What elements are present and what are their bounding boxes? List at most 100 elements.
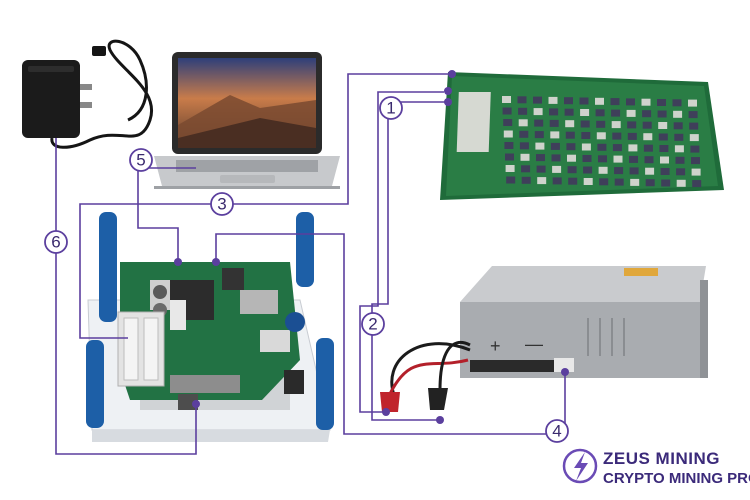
hashboard-chip	[549, 108, 559, 116]
psu-plus-sign: +	[490, 336, 501, 356]
hashboard-chip	[610, 98, 620, 106]
hashboard-chip	[595, 97, 604, 105]
hashboard-chip	[567, 166, 577, 174]
hashboard-chip	[583, 178, 593, 185]
hashboard-chip	[596, 120, 606, 128]
hashboard-chip-grid	[502, 96, 702, 188]
hashboard-chip	[628, 144, 638, 152]
hashboard-chip	[502, 96, 511, 103]
callout-2: 2	[361, 312, 385, 336]
hashboard-chip	[657, 110, 667, 118]
hashboard-chip	[626, 109, 636, 117]
hashboard-chip	[581, 143, 591, 151]
callout-5: 5	[129, 148, 153, 172]
hashboard-chip	[536, 154, 545, 162]
hashboard-chip	[644, 156, 654, 164]
hashboard-chip	[614, 167, 624, 175]
hashboard-chip	[583, 166, 593, 174]
hashboard-chip	[674, 145, 684, 153]
hashboard-chip	[534, 131, 544, 139]
hashboard-chip	[660, 156, 669, 164]
hashboard-chip	[661, 179, 671, 187]
callout-5-label: 5	[136, 151, 145, 170]
hashboard-chip	[551, 154, 561, 162]
hashboard-chip	[643, 133, 653, 141]
hashboard-chip	[675, 156, 685, 164]
hashboard-chip	[672, 99, 682, 107]
hashboard-chip	[599, 178, 609, 186]
hashboard-chip	[568, 177, 578, 185]
callout-3: 3	[210, 192, 234, 216]
hashboard-chip	[691, 157, 700, 165]
hashboard-chip	[673, 122, 683, 130]
hashboard-chip	[612, 132, 622, 140]
hashboard-chip	[630, 178, 640, 186]
hashboard-chip	[659, 145, 669, 152]
callout-6: 6	[44, 230, 68, 254]
hashboard-chip	[517, 96, 527, 104]
hashboard-chip	[611, 109, 621, 117]
hashboard-chip	[582, 155, 592, 162]
hashboard-chip	[612, 144, 622, 152]
hashboard-chip	[579, 97, 589, 105]
hashboard-chip	[581, 132, 591, 139]
callout-4-label: 4	[552, 422, 561, 441]
hashboard-chip	[627, 132, 637, 140]
callout-1: 1	[379, 96, 403, 120]
hashboard-chip	[642, 121, 652, 129]
power-supply: + —	[460, 266, 708, 378]
hashboard-chip	[565, 131, 575, 139]
hashboard-chip	[690, 145, 700, 153]
hashboard-chip	[598, 155, 607, 163]
hashboard-chip	[519, 142, 529, 150]
hashboard-chip	[688, 111, 698, 119]
hashboard-chip	[534, 119, 544, 127]
hashboard-chip	[520, 153, 530, 161]
hashboard-chip	[552, 177, 562, 185]
hashboard-chip	[564, 108, 574, 116]
callout-2-label: 2	[368, 315, 377, 334]
hashboard-chip	[627, 121, 637, 129]
hashboard-chip	[518, 119, 528, 127]
hashboard-chip	[580, 120, 590, 128]
hashboard-chip	[502, 107, 512, 115]
hashboard-chip	[660, 168, 670, 175]
hashboard-chip	[626, 98, 635, 106]
hashboard-chip	[550, 142, 560, 150]
hashboard-chip	[521, 176, 531, 184]
connection-endpoints	[174, 70, 569, 424]
hashboard-chip	[506, 176, 516, 184]
hashboard-chip	[564, 97, 573, 105]
hashboard-chip	[658, 133, 668, 141]
hashboard-chip	[643, 144, 653, 152]
hashboard-chip	[674, 133, 684, 141]
hashboard-chip	[533, 96, 542, 104]
callout-3-label: 3	[217, 195, 226, 214]
hashboard-chip	[503, 130, 513, 138]
psu-minus-sign: —	[525, 334, 543, 354]
hashboard-chip	[676, 179, 686, 187]
laptop	[154, 52, 340, 189]
hashboard-chip	[611, 121, 621, 129]
control-board-assembly	[86, 212, 334, 442]
hashboard-chip	[596, 132, 606, 140]
hashboard-chip	[518, 107, 528, 115]
hashboard-chip	[550, 131, 560, 139]
hashboard-chip	[521, 165, 531, 173]
hashboard-chip	[657, 99, 666, 106]
hashboard-chip	[567, 154, 576, 162]
hashboard-chip	[519, 130, 529, 138]
hashboard-chip	[689, 134, 699, 142]
hashboard-chip	[673, 110, 683, 118]
hashboard-chip	[537, 177, 547, 185]
hashboard-chip	[629, 155, 638, 163]
hashboard-chip	[689, 122, 699, 130]
hashboard-chip	[688, 99, 697, 107]
hashboard-chip	[533, 108, 543, 116]
hashboard-chip	[597, 143, 607, 151]
hashboard-chip	[641, 98, 651, 106]
power-cables	[380, 341, 471, 412]
hashboard-chip	[658, 122, 668, 129]
hashboard-chip	[504, 142, 514, 149]
hashboard-chip	[535, 142, 545, 150]
